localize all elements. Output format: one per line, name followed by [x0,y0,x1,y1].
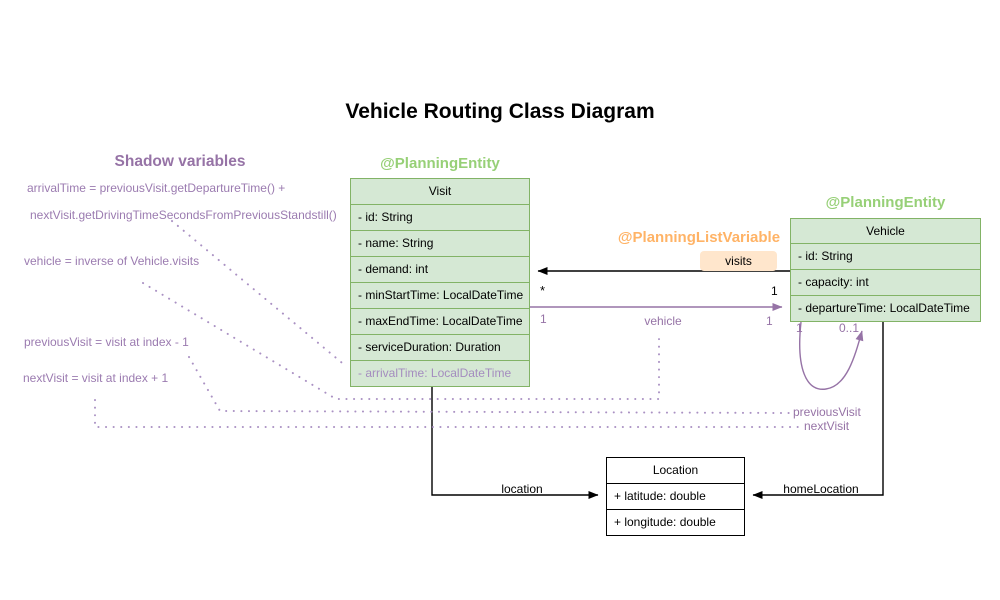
visits-edge-label[interactable]: visits [700,251,777,271]
visit-class-box[interactable]: Visit - id: String - name: String - dema… [350,178,530,387]
previous-visit-edge-label: previousVisit [793,405,861,419]
visit-attr-max-end-time: - maxEndTime: LocalDateTime [351,308,529,334]
vehicle-attr-id: - id: String [791,243,980,269]
vehicle-edge-visit-multiplicity: 1 [540,312,547,326]
visits-vehicle-multiplicity: 1 [771,284,778,298]
vehicle-class-name: Vehicle [866,224,905,238]
next-visit-edge-label: nextVisit [804,419,850,433]
vehicle-planning-entity-annotation: @PlanningEntity [825,194,946,211]
visit-attr-demand: - demand: int [351,256,529,282]
location-class-name: Location [652,463,699,477]
arrival-formula-line2: nextVisit.getDrivingTimeSecondsFromPrevi… [30,208,337,222]
visit-attr-min-start-time: - minStartTime: LocalDateTime [351,282,529,308]
visit-attr-name: - name: String [351,230,529,256]
visit-planning-entity-annotation: @PlanningEntity [380,155,500,172]
visits-visit-multiplicity: * [540,283,546,298]
diagram-title: Vehicle Routing Class Diagram [345,100,655,123]
visit-attr-service-duration: - serviceDuration: Duration [351,334,529,360]
location-attr-latitude: + latitude: double [607,483,744,509]
location-edge-label: location [501,482,543,496]
location-edge [431,387,599,499]
shadow-variables-heading: Shadow variables [114,153,246,170]
vehicle-edge-vehicle-multiplicity: 1 [766,314,773,328]
self-loop-source-multiplicity: 1 [796,321,803,335]
vehicle-attr-departure-time: - departureTime: LocalDateTime [791,295,980,321]
home-location-edge-label: homeLocation [783,482,859,496]
vehicle-class-box[interactable]: Vehicle - id: String - capacity: int - d… [790,218,981,322]
next-visit-connector [94,399,800,428]
visit-attr-id: - id: String [351,204,529,230]
location-class-box[interactable]: Location + latitude: double + longitude:… [606,457,745,536]
previous-visit-formula: previousVisit = visit at index - 1 [24,335,189,349]
self-loop-target-multiplicity: 0..1 [839,321,860,335]
visit-attr-arrival-time: - arrivalTime: LocalDateTime [351,360,529,386]
arrival-formula-connector [171,220,348,368]
planning-list-variable-annotation: @PlanningListVariable [617,229,781,246]
next-visit-formula: nextVisit = visit at index + 1 [23,371,169,385]
visit-class-name: Visit [428,184,452,198]
arrival-formula-line1: arrivalTime = previousVisit.getDeparture… [27,181,286,195]
vehicle-edge-label: vehicle [644,314,682,328]
vehicle-attr-capacity: - capacity: int [791,269,980,295]
vehicle-formula: vehicle = inverse of Vehicle.visits [24,254,200,268]
location-attr-longitude: + longitude: double [607,509,744,535]
